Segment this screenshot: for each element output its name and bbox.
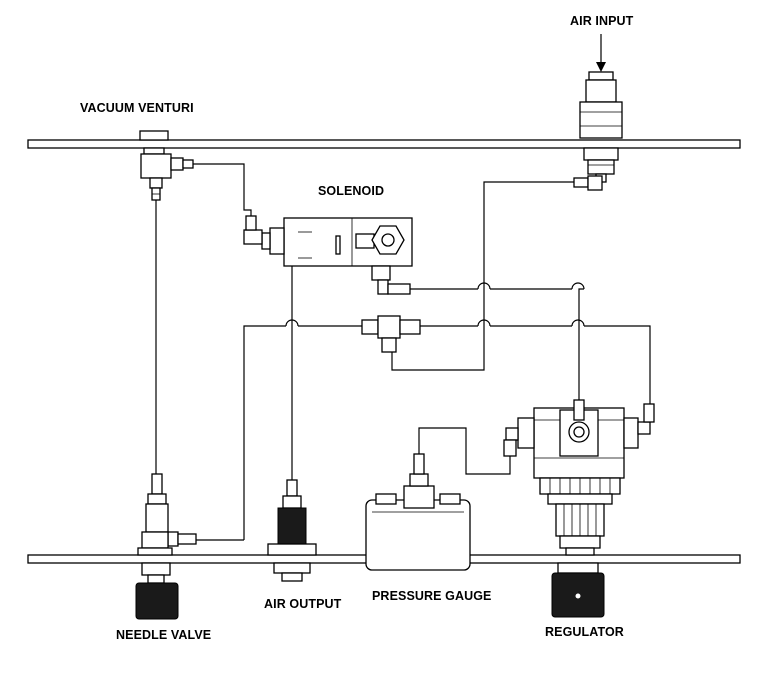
label-needle-valve: NEEDLE VALVE: [116, 628, 212, 642]
pressure-gauge: [365, 453, 471, 571]
tubing: [155, 163, 651, 541]
needle-valve: [137, 473, 197, 584]
needle-valve-knob: [135, 582, 179, 620]
label-air-input: AIR INPUT: [570, 14, 634, 28]
top-panel: [27, 139, 741, 149]
air-output-fitting: [267, 479, 317, 582]
air-input-fitting: [573, 34, 623, 191]
label-air-output: AIR OUTPUT: [264, 597, 342, 611]
label-vacuum-venturi: VACUUM VENTURI: [80, 101, 194, 115]
solenoid-valve: [243, 215, 413, 295]
label-pressure-gauge: PRESSURE GAUGE: [372, 589, 492, 603]
regulator-body: [503, 399, 655, 556]
vacuum-venturi: [139, 130, 194, 201]
regulator-knob: [551, 562, 605, 618]
label-solenoid: SOLENOID: [318, 184, 385, 198]
tee-fitting: [361, 315, 421, 353]
label-regulator: REGULATOR: [545, 625, 624, 639]
